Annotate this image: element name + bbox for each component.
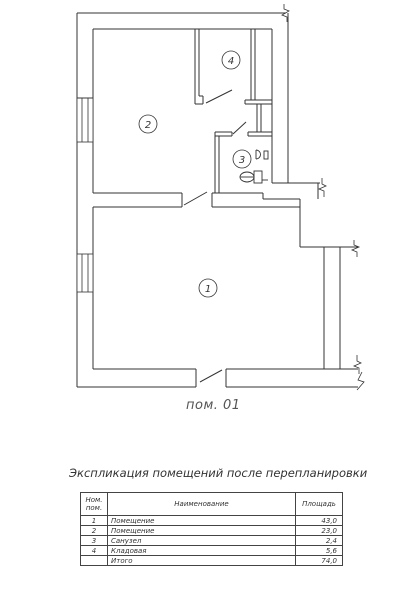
room-number-1: 1 — [205, 284, 211, 295]
row-name: Кладовая — [107, 545, 296, 556]
row-area: 43,0 — [295, 515, 343, 526]
room-marker-1: 1 — [198, 278, 218, 298]
row-area: 5,6 — [295, 545, 343, 556]
room-number-4: 4 — [228, 56, 234, 67]
total-area: 74,0 — [295, 555, 343, 566]
table-header-row: Ном. пом. Наименование Площадь — [80, 492, 343, 516]
sink-fixture — [255, 149, 269, 160]
row-name: Помещение — [107, 515, 296, 526]
row-area: 23,0 — [295, 525, 343, 536]
table-row: 3 Санузел 2,4 — [80, 535, 343, 546]
header-area: Площадь — [295, 492, 343, 516]
room-number-2: 2 — [145, 120, 151, 131]
header-name: Наименование — [107, 492, 296, 516]
explication-table: Ном. пом. Наименование Площадь 1 Помещен… — [80, 492, 343, 566]
window-upper — [76, 97, 94, 143]
row-number: 3 — [80, 535, 108, 546]
partition-2-1 — [93, 191, 300, 208]
total-number — [80, 555, 108, 566]
row-area: 2,4 — [295, 535, 343, 546]
table-row: 2 Помещение 23,0 — [80, 525, 343, 536]
row-number: 4 — [80, 545, 108, 556]
room-number-3: 3 — [239, 155, 245, 166]
explication-title: Экспликация помещений после перепланиров… — [69, 466, 368, 480]
exterior-walls — [76, 12, 358, 388]
plan-caption: пом. 01 — [186, 398, 241, 413]
bathroom-walls — [214, 104, 272, 193]
window-lower — [76, 253, 94, 293]
floor-plan: 1 2 3 4 — [76, 4, 365, 391]
row-number: 2 — [80, 525, 108, 536]
row-name: Санузел — [107, 535, 296, 546]
table-total-row: Итого 74,0 — [80, 555, 343, 566]
storage-walls — [194, 29, 272, 105]
room-marker-2: 2 — [138, 114, 158, 134]
row-number: 1 — [80, 515, 108, 526]
room-marker-4: 4 — [221, 50, 241, 70]
row-name: Помещение — [107, 525, 296, 536]
table-row: 1 Помещение 43,0 — [80, 515, 343, 526]
room-marker-3: 3 — [232, 149, 252, 169]
toilet-fixture — [239, 170, 268, 184]
table-row: 4 Кладовая 5,6 — [80, 545, 343, 556]
total-name: Итого — [107, 555, 296, 566]
entrance-door — [195, 369, 227, 387]
break-lines — [281, 4, 365, 391]
header-number: Ном. пом. — [80, 492, 108, 516]
